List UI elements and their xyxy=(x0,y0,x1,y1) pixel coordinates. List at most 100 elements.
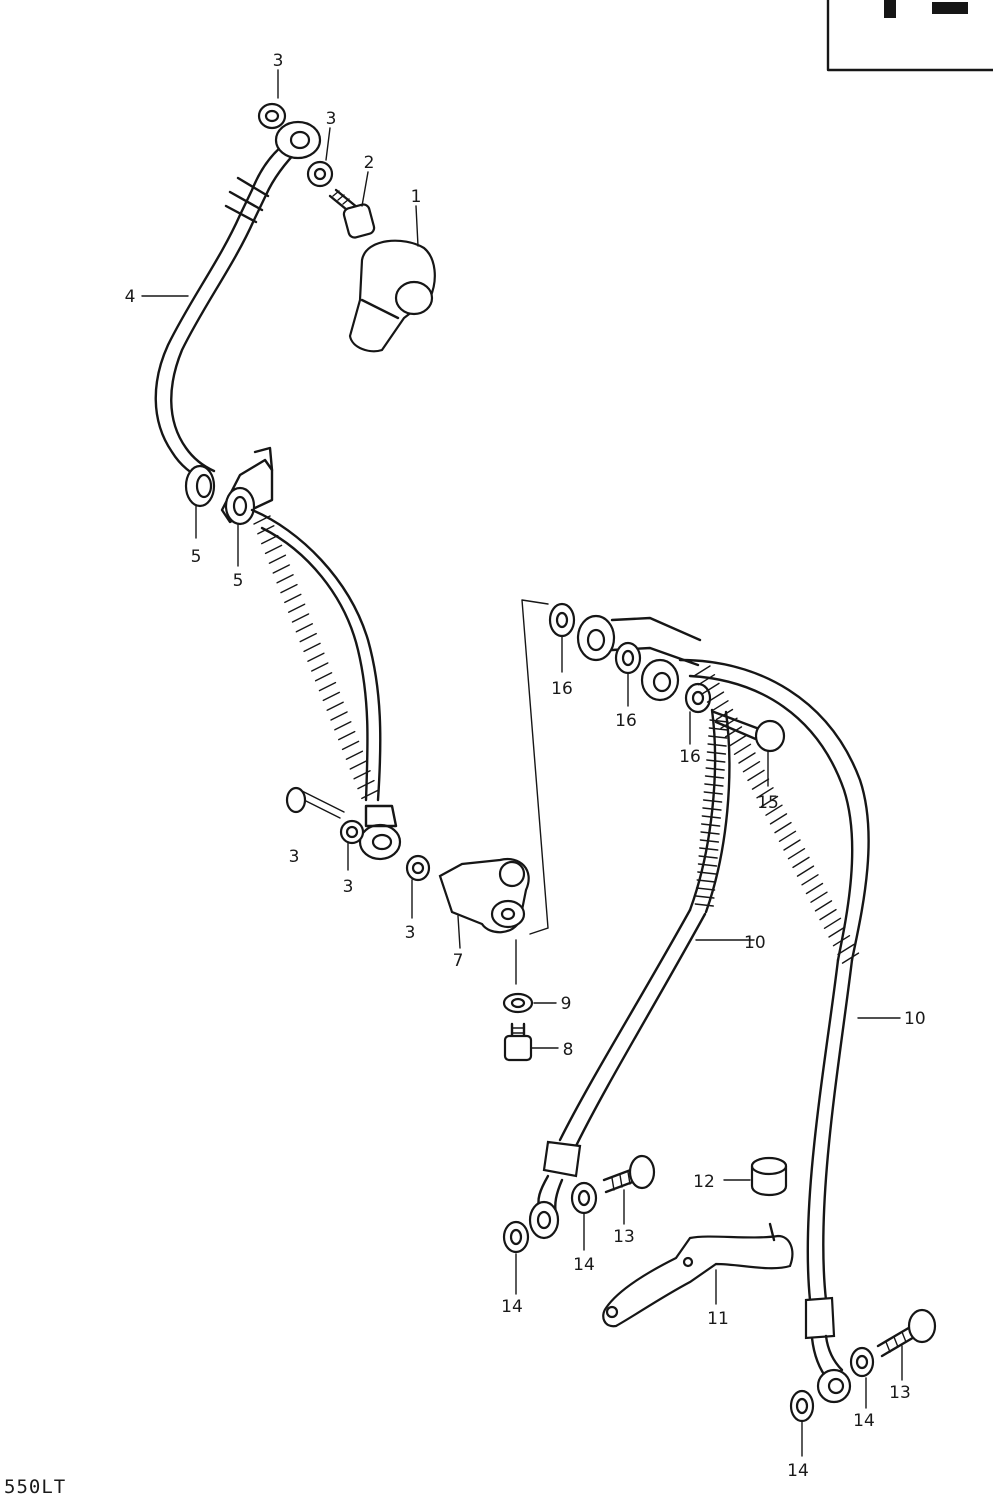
bolt-ghost xyxy=(285,786,345,819)
washer-14-d xyxy=(789,1389,815,1423)
hose-rib xyxy=(720,717,738,729)
hose-rib xyxy=(778,830,797,842)
hose-rib xyxy=(760,795,779,808)
hose-rib xyxy=(345,750,364,760)
hose-rib xyxy=(814,900,833,912)
hose-rib xyxy=(353,770,371,780)
union-bolt xyxy=(328,188,376,239)
hose-rib xyxy=(326,701,344,711)
hose-rib xyxy=(774,821,792,834)
hose-rib xyxy=(314,672,333,682)
collar-12 xyxy=(750,1156,788,1197)
callout-10: 10 xyxy=(744,933,766,953)
hose-rib xyxy=(284,593,302,604)
callout-14: 14 xyxy=(787,1461,809,1481)
banjo-left-junction xyxy=(358,804,402,861)
grommet-1 xyxy=(184,464,216,508)
hose-rib xyxy=(703,791,723,795)
hose-rib xyxy=(747,769,765,782)
hose-rib xyxy=(729,734,747,747)
hose-rib xyxy=(257,525,275,535)
hose-rib xyxy=(697,674,716,686)
hose-rib xyxy=(700,831,720,835)
bolt-8 xyxy=(503,1022,533,1062)
hose-rib xyxy=(706,691,725,703)
corner-frame xyxy=(826,0,993,72)
hose-rib xyxy=(751,778,770,790)
hose-rib xyxy=(704,775,725,779)
hose-rib xyxy=(698,855,718,859)
hose-rib xyxy=(330,711,348,721)
callout-13: 13 xyxy=(613,1227,635,1247)
hose-rib xyxy=(841,952,860,964)
union-bolt-15 xyxy=(712,710,786,753)
hose-rib xyxy=(295,623,314,633)
hose-rib xyxy=(769,813,788,825)
hose-rib xyxy=(701,815,722,819)
callout-3: 3 xyxy=(273,51,284,71)
hose-rib xyxy=(715,708,734,721)
hose-rib xyxy=(307,652,325,662)
hose-rib xyxy=(361,789,379,800)
hose-rib xyxy=(801,874,819,886)
callout-10: 10 xyxy=(904,1009,926,1029)
master-cylinder-fitting xyxy=(348,239,436,353)
washer-9 xyxy=(502,992,534,1014)
hose-rib xyxy=(738,752,756,764)
washer-16-b xyxy=(614,641,642,675)
hose-rib xyxy=(268,554,287,564)
hose-rib xyxy=(334,721,352,731)
corrugated-hose-right-outer xyxy=(678,658,870,1302)
hose-rib xyxy=(706,751,727,755)
hose-rib xyxy=(805,882,824,895)
hose-rib xyxy=(733,743,752,755)
callout-4: 4 xyxy=(125,287,136,307)
hose-rib xyxy=(322,691,340,702)
assembly-guide-line xyxy=(521,599,549,935)
washer-top-1 xyxy=(257,102,287,130)
hose-rib xyxy=(832,935,851,947)
hose-rib xyxy=(357,779,375,790)
callout-14: 14 xyxy=(501,1297,523,1317)
hose-bracket-11 xyxy=(602,1222,794,1328)
callout-16: 16 xyxy=(615,711,637,731)
hose-rib xyxy=(276,574,294,584)
washer-top-2 xyxy=(306,160,334,188)
washer-mid-2 xyxy=(405,854,431,882)
callout-15: 15 xyxy=(757,793,779,813)
hose-rib xyxy=(272,564,290,574)
hose-rib xyxy=(756,787,774,799)
callouts: 3 3 2 1 4 5 5 16 16 16 15 3 3 3 7 9 8 10… xyxy=(125,51,926,1481)
union-bolt-13-a xyxy=(602,1154,656,1194)
hose-rib xyxy=(702,682,720,695)
callout-2: 2 xyxy=(364,153,375,173)
hose-rib xyxy=(708,727,729,731)
callout-9: 9 xyxy=(561,994,572,1014)
hose-rib xyxy=(704,783,724,787)
callout-3: 3 xyxy=(289,847,300,867)
hose-clamp-bracket xyxy=(220,446,274,526)
hose-rib xyxy=(299,632,317,643)
hose-rib xyxy=(253,515,271,525)
washer-14-c xyxy=(849,1346,875,1378)
hose-rib xyxy=(311,662,329,672)
hose-rib xyxy=(783,839,801,851)
hose-rib xyxy=(697,871,717,875)
model-code: 550LT xyxy=(4,1476,66,1498)
callout-3: 3 xyxy=(343,877,354,897)
hose-rib xyxy=(696,879,716,883)
hose-rib xyxy=(699,847,719,851)
callout-8: 8 xyxy=(563,1040,574,1060)
corrugated-hose-right-inner xyxy=(558,708,731,1148)
hose-rib xyxy=(765,804,783,816)
hose-rib xyxy=(303,642,321,653)
callout-16: 16 xyxy=(679,747,701,767)
hose-end-lower-left xyxy=(528,1140,582,1240)
callout-1: 1 xyxy=(411,187,422,207)
corrugated-hose-left xyxy=(250,508,382,802)
hose-rib xyxy=(261,534,279,545)
hose-rib xyxy=(792,856,810,869)
callout-16: 16 xyxy=(551,679,573,699)
hose-rib xyxy=(705,767,725,771)
hose-rib xyxy=(699,839,720,843)
